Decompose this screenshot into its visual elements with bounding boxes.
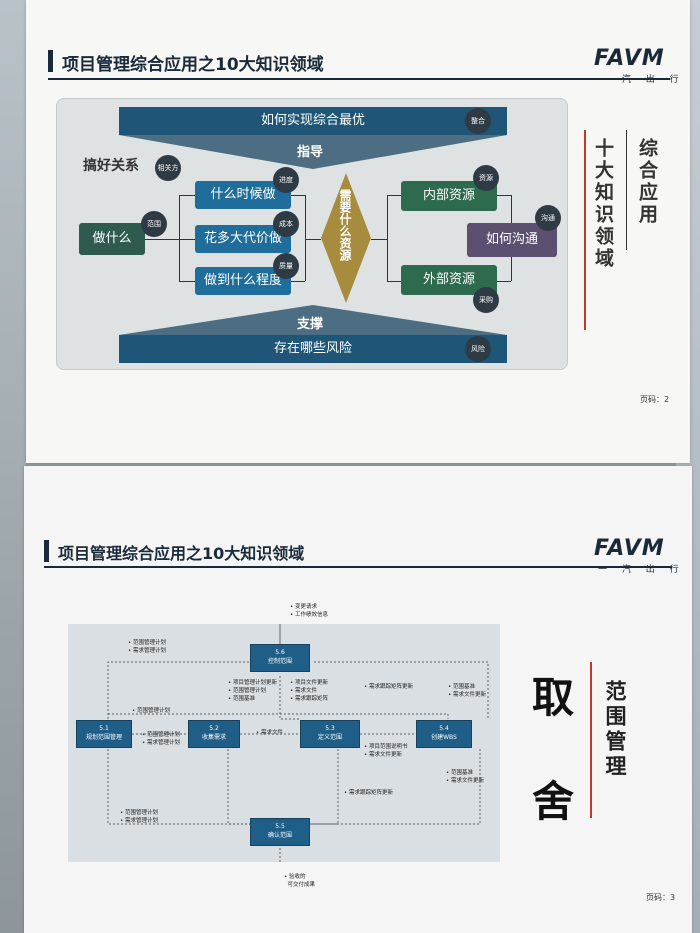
side-text-scope-management: 范围管理 [603, 680, 627, 780]
note-10: • 需求跟踪矩阵更新 [344, 790, 394, 796]
connector [497, 195, 511, 196]
side-text-integration: 综合应用 [636, 138, 658, 226]
process-5-6: 5.6 控制范围 [250, 644, 310, 672]
process-name: 控制范围 [267, 658, 292, 665]
note-6: • 范围管理计划 [132, 708, 171, 714]
scope-management-process-diagram: 5.1 规划范围管理 5.2 收集需求 5.3 定义范围 5.4 创建WBS 5… [68, 604, 500, 862]
top-band-label: 如何实现综合最优 [260, 113, 365, 128]
process-number: 5.2 [209, 725, 219, 732]
note-5: • 范围基准• 需求文件更新 [448, 684, 487, 698]
resource-diamond [321, 173, 371, 303]
connector [291, 195, 305, 196]
page-number: 页码：2 [640, 395, 670, 404]
side-rule [626, 130, 627, 250]
side-text-ten-areas: 十大知识领域 [592, 138, 614, 270]
risk-badge: 风险 [465, 336, 491, 362]
side-rule-red [590, 662, 592, 818]
note-12: • 范围管理计划• 需求管理计划 [120, 810, 159, 824]
resource-diamond-label: 需要什么资源 [338, 189, 352, 261]
schedule-badge: 进度 [273, 167, 299, 193]
process-number: 5.6 [275, 649, 285, 656]
communication-badge: 沟通 [535, 205, 561, 231]
slide-page-3: 项目管理综合应用之10大知识领域 FAVM 一 汽 出 行 [24, 466, 692, 933]
process-name: 定义范围 [317, 734, 342, 741]
process-number: 5.5 [275, 823, 285, 830]
note-8: • 需求文件 [256, 730, 284, 736]
slide-title: 项目管理综合应用之10大知识领域 [58, 544, 305, 563]
connector [387, 281, 401, 282]
process-flow-lines [107, 624, 489, 862]
connector [179, 195, 195, 196]
note-9: • 项目范围说明书• 需求文件更新 [364, 744, 408, 758]
big-char-give-up: 舍 [532, 777, 575, 826]
note-2: • 项目管理计划更新• 范围管理计划• 范围基准 [228, 680, 278, 702]
connector [371, 239, 387, 240]
process-5-5: 5.5 确认范围 [250, 818, 310, 846]
background-left [0, 0, 26, 933]
connector [145, 239, 195, 240]
connector [179, 281, 195, 282]
process-number: 5.3 [325, 725, 335, 732]
note-11: • 范围基准• 需求文件更新 [446, 770, 485, 784]
connector [179, 195, 180, 281]
process-name: 收集需求 [201, 734, 226, 741]
note-1: • 范围管理计划• 需求管理计划 [128, 640, 167, 654]
knowledge-areas-diagram: 如何实现综合最优 整合 指导 搞好关系 相关方 做什么 范围 什么时候做 进度 … [56, 98, 568, 370]
bottom-arrow-shape [119, 305, 507, 335]
big-char-take: 取 [532, 673, 575, 722]
box-what: 做什么 [79, 223, 145, 255]
note-bottom-output: • 验收的 可交付成果 [284, 874, 316, 888]
company-logo-subtitle: 一 汽 出 行 [598, 565, 685, 575]
process-5-2: 5.2 收集需求 [188, 720, 240, 748]
connector [305, 195, 306, 281]
note-top-output: • 变更请求• 工作绩效信息 [290, 604, 329, 618]
bottom-band-label: 存在哪些风险 [273, 341, 352, 356]
scope-badge: 范围 [141, 211, 167, 237]
process-number: 5.1 [99, 725, 109, 732]
process-5-3: 5.3 定义范围 [300, 720, 360, 748]
note-3: • 项目文件更新• 需求文件• 需求跟踪矩阵 [290, 680, 329, 702]
page-number: 页码：3 [646, 893, 676, 902]
process-name: 确认范围 [267, 832, 292, 839]
process-name: 规划范围管理 [85, 734, 122, 741]
slide-page-2: 项目管理综合应用之10大知识领域 FAVM 一 汽 出 行 如何实现综合最优 整… [26, 0, 690, 463]
relations-label: 搞好关系 [83, 158, 139, 174]
process-name: 创建WBS [431, 734, 457, 741]
top-band: 如何实现综合最优 [119, 107, 507, 135]
cost-badge: 成本 [273, 211, 299, 237]
bottom-band: 存在哪些风险 [119, 335, 507, 363]
title-rule [48, 78, 670, 80]
note-7: • 范围管理计划• 需求管理计划 [142, 732, 181, 746]
title-rule [44, 566, 672, 568]
company-logo-subtitle: 一 汽 出 行 [598, 75, 685, 85]
company-logo: FAVM [594, 46, 665, 71]
connector [497, 281, 511, 282]
connector [387, 195, 388, 281]
slide-title: 项目管理综合应用之10大知识领域 [62, 55, 324, 75]
stakeholder-badge: 相关方 [155, 155, 181, 181]
title-marker [44, 540, 49, 562]
integration-badge: 整合 [465, 108, 491, 134]
support-label: 支撑 [297, 317, 324, 332]
process-5-1: 5.1 规划范围管理 [76, 720, 132, 748]
connector [305, 239, 321, 240]
guide-label: 指导 [297, 145, 324, 160]
title-marker [48, 50, 53, 72]
top-arrow-shape [119, 135, 507, 169]
resource-badge: 资源 [473, 165, 499, 191]
side-rule-red [584, 130, 586, 330]
process-5-4: 5.4 创建WBS [416, 720, 472, 748]
procurement-badge: 采购 [473, 287, 499, 313]
process-number: 5.4 [439, 725, 449, 732]
quality-badge: 质量 [273, 253, 299, 279]
connector [387, 195, 401, 196]
company-logo: FAVM [594, 536, 665, 561]
box-cost: 花多大代价做 [195, 225, 291, 253]
note-4: • 需求跟踪矩阵更新 [364, 684, 414, 690]
connector [291, 281, 305, 282]
